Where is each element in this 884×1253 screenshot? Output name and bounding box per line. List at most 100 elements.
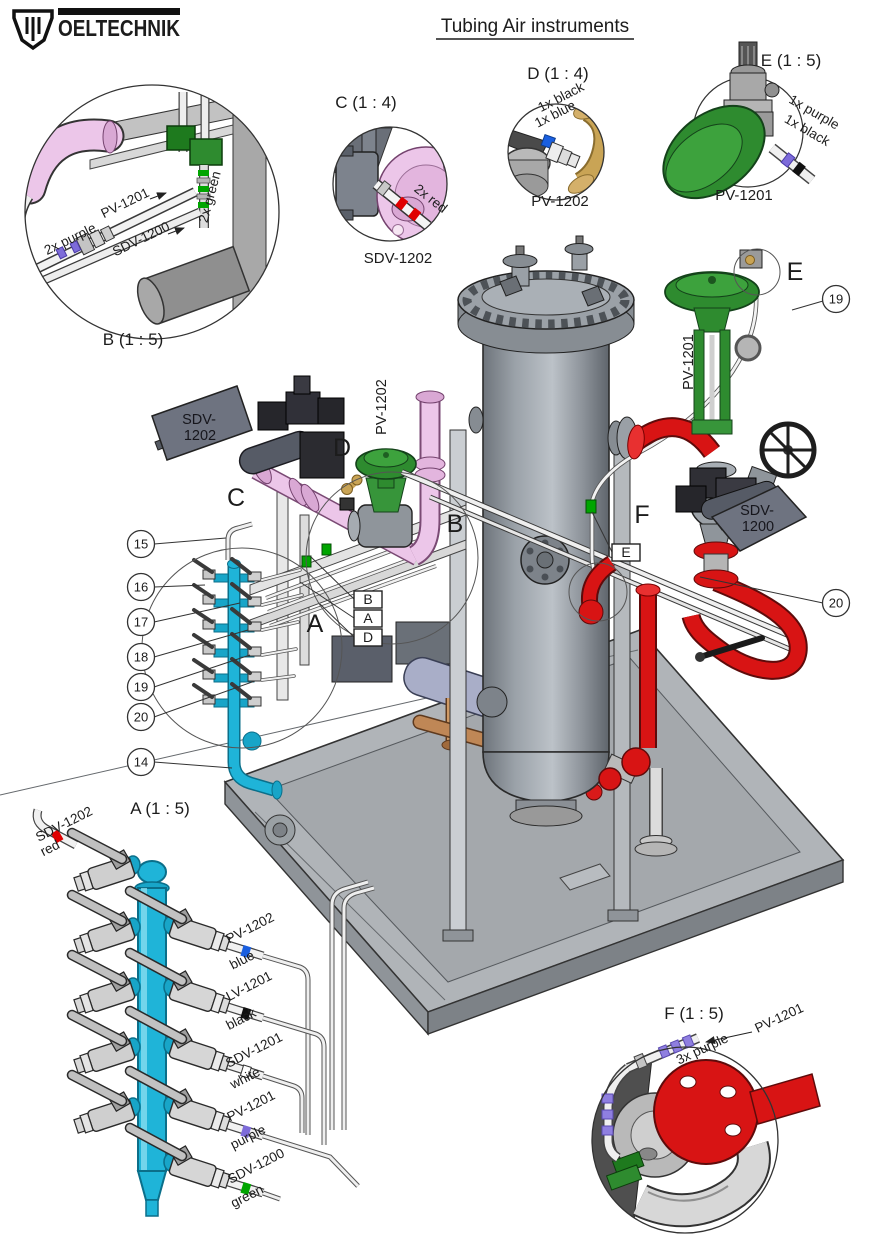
- svg-text:15: 15: [134, 537, 148, 552]
- valve-body: [335, 151, 379, 217]
- green-valve-block: [189, 138, 223, 166]
- detail-c-circle: [332, 126, 448, 242]
- svg-text:18: 18: [134, 650, 148, 665]
- ball-valve: [72, 895, 140, 957]
- detail-c-heading: C (1 : 4): [335, 93, 396, 112]
- sdv-1200-plate: [710, 485, 808, 552]
- detail-a-tag-1: LV-1201: [224, 968, 275, 1004]
- svg-text:14: 14: [134, 755, 148, 770]
- balloon-15: 15: [126, 529, 156, 559]
- purple-tube-marker: [780, 152, 796, 168]
- manifold-mini-valves: [192, 557, 304, 708]
- sdv-1202-valve-group: SDV- 1202: [151, 375, 345, 479]
- detail-b: 2x purple PV-1201 SDV-1200 2x green B (1…: [24, 84, 280, 349]
- balloon-18: 18: [126, 642, 156, 672]
- detail-d: D (1 : 4) 1x black 1x blue PV-1202: [507, 64, 605, 210]
- balloon-20: 20: [126, 702, 156, 732]
- balloon-20-right: 20: [821, 588, 851, 618]
- detail-c: C (1 : 4) 2x red SDV-1202: [332, 93, 450, 267]
- plate-sdv1202-line1: SDV-: [182, 412, 216, 428]
- plate-sdv1200-line2: 1200: [742, 519, 774, 535]
- balloon-14: 14: [126, 747, 156, 777]
- pink-elbow-pipe: [25, 120, 123, 203]
- boxed-label-d: D: [363, 629, 373, 645]
- detail-a-tag-0: PV-1202: [223, 910, 276, 947]
- balloon-16: 16: [126, 572, 156, 602]
- flange-bolt-ring: [462, 271, 630, 329]
- header: OELTECHNIK Tubing Air instruments: [12, 8, 634, 51]
- svg-text:20: 20: [134, 710, 148, 725]
- detail-b-circle: [24, 84, 280, 340]
- balloon-19: 19: [126, 672, 156, 702]
- handwheel: [759, 421, 817, 479]
- logo-text: OELTECHNIK: [58, 15, 180, 41]
- svg-text:17: 17: [134, 615, 148, 630]
- sdv-1202-plate: [151, 385, 253, 461]
- view-letter-b: B: [447, 510, 464, 538]
- white-tube-marker: [239, 1064, 252, 1079]
- boxed-label-e: E: [621, 544, 630, 560]
- page-title: Tubing Air instruments: [441, 16, 629, 37]
- tag-pv-1201: PV-1201: [681, 334, 697, 390]
- red-flange-disc: [653, 1059, 759, 1165]
- view-letter-f: F: [634, 501, 649, 529]
- pv-1202-valve: [339, 448, 417, 548]
- boxed-label-b: B: [363, 591, 372, 607]
- tag-pv-1202: PV-1202: [374, 379, 390, 435]
- detail-b-heading: B (1 : 5): [103, 330, 163, 349]
- boxed-label-a: A: [363, 610, 373, 626]
- detail-b-source-circle: [305, 471, 479, 645]
- red-piping: [578, 417, 817, 791]
- detail-f-heading: F (1 : 5): [664, 1004, 724, 1023]
- detail-a-manifold: [134, 860, 170, 1217]
- detail-e-source-circle: [733, 248, 781, 296]
- detail-f: F (1 : 5) 3x purple PV-1201: [591, 1000, 821, 1234]
- oeltechnik-logo-icon: [12, 9, 54, 51]
- svg-text:16: 16: [134, 580, 148, 595]
- pv-1201-valve: [664, 249, 763, 435]
- view-letter-c: C: [227, 484, 245, 512]
- green-tube-marker: [240, 1182, 252, 1195]
- detail-e: E (1 : 5) 1x purple 1x black PV-1201: [662, 41, 842, 204]
- detail-a-tubes: [226, 879, 375, 1202]
- detail-a-tag-3: PV-1201: [224, 1088, 277, 1125]
- detail-f-source-circle: [568, 562, 628, 622]
- svg-text:19: 19: [829, 292, 843, 307]
- black-tube-marker: [240, 1007, 252, 1020]
- detail-a: A (1 : 5): [32, 799, 375, 1217]
- logo-bar: [58, 8, 180, 15]
- view-letter-e: E: [787, 258, 804, 286]
- valve-lever: [697, 635, 765, 660]
- black-tube-marker: [792, 161, 806, 177]
- svg-text:19: 19: [134, 680, 148, 695]
- svg-text:20: 20: [829, 596, 843, 611]
- sdv-1200-valve-group: SDV- 1200: [675, 467, 808, 552]
- detail-d-caption: PV-1202: [531, 193, 589, 210]
- detail-a-heading: A (1 : 5): [130, 799, 190, 818]
- detail-f-circle: [591, 1046, 779, 1234]
- boxed-labels: B A D E: [299, 511, 641, 647]
- detail-e-caption: PV-1201: [715, 187, 773, 204]
- balloons: 15 16 17 18 19 20 14 19 20: [126, 284, 851, 777]
- purple-tube-marker: [240, 1125, 252, 1138]
- green-tube-marker: [198, 170, 209, 176]
- blue-tube-marker: [240, 945, 252, 958]
- main-assembly-view: SDV- 1202: [0, 235, 851, 1036]
- view-letter-a: A: [307, 610, 324, 638]
- detail-f-tag-label: PV-1201: [752, 1000, 805, 1035]
- detail-c-caption: SDV-1202: [364, 250, 432, 267]
- purple-tube-marker: [55, 246, 68, 260]
- air-manifold: [225, 521, 283, 800]
- red-tube-marker: [51, 829, 64, 844]
- balloon-19-right: 19: [821, 284, 851, 314]
- ball-valve: [72, 833, 140, 895]
- plate-sdv1202-line2: 1202: [184, 428, 216, 444]
- vessel-leg-right: [613, 429, 631, 916]
- detail-d-heading: D (1 : 4): [527, 64, 588, 83]
- view-letter-d: D: [333, 434, 351, 462]
- detail-d-circle: [507, 103, 605, 201]
- flanged-standpipe: [634, 768, 678, 857]
- green-fitting: [585, 499, 597, 514]
